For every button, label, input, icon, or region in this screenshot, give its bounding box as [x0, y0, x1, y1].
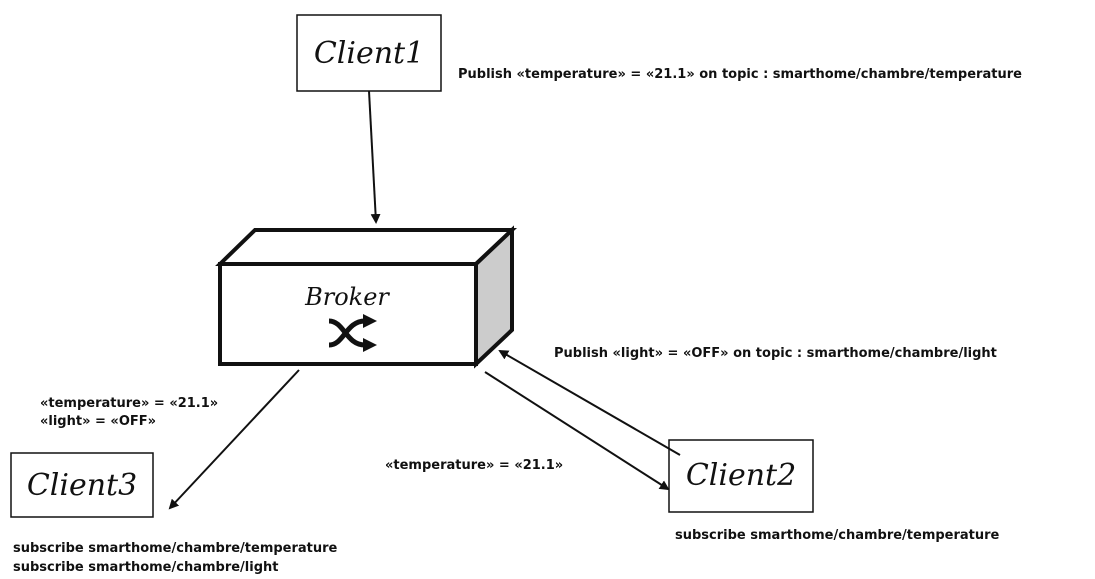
broker-node: Broker [215, 225, 518, 369]
client2-node: Client2 [668, 439, 814, 513]
client1-node: Client1 [296, 14, 442, 92]
deliver-client3-line1: «temperature» = «21.1» [40, 396, 219, 411]
deliver-client3-line2: «light» = «OFF» [40, 414, 157, 429]
broker-front-face [218, 262, 478, 366]
client2-subscription: subscribe smarthome/chambre/temperature [675, 528, 1000, 543]
client2-label: Client2 [686, 458, 796, 493]
broker-label: Broker [304, 283, 390, 311]
client3-box [10, 452, 154, 518]
client3-subscription-2: subscribe smarthome/chambre/light [13, 560, 279, 575]
client3-node: Client3 [10, 452, 154, 518]
arrow-broker-to-client2 [484, 371, 670, 491]
client3-subscription-1: subscribe smarthome/chambre/temperature [13, 541, 338, 556]
publish-temperature-label: Publish «temperature» = «21.1» on topic … [458, 67, 1022, 82]
client3-label: Client3 [27, 468, 137, 503]
client2-box [668, 439, 814, 513]
shuffle-icon [328, 314, 377, 352]
arrow-client1-to-broker [368, 90, 381, 224]
deliver-client2-label: «temperature» = «21.1» [385, 458, 564, 473]
client1-label: Client1 [314, 36, 424, 71]
arrow-broker-to-client3 [168, 369, 300, 510]
publish-light-label: Publish «light» = «OFF» on topic : smart… [554, 346, 997, 361]
client1-box [296, 14, 442, 92]
arrow-client2-to-broker [498, 349, 681, 456]
broker-top-face [215, 228, 518, 266]
